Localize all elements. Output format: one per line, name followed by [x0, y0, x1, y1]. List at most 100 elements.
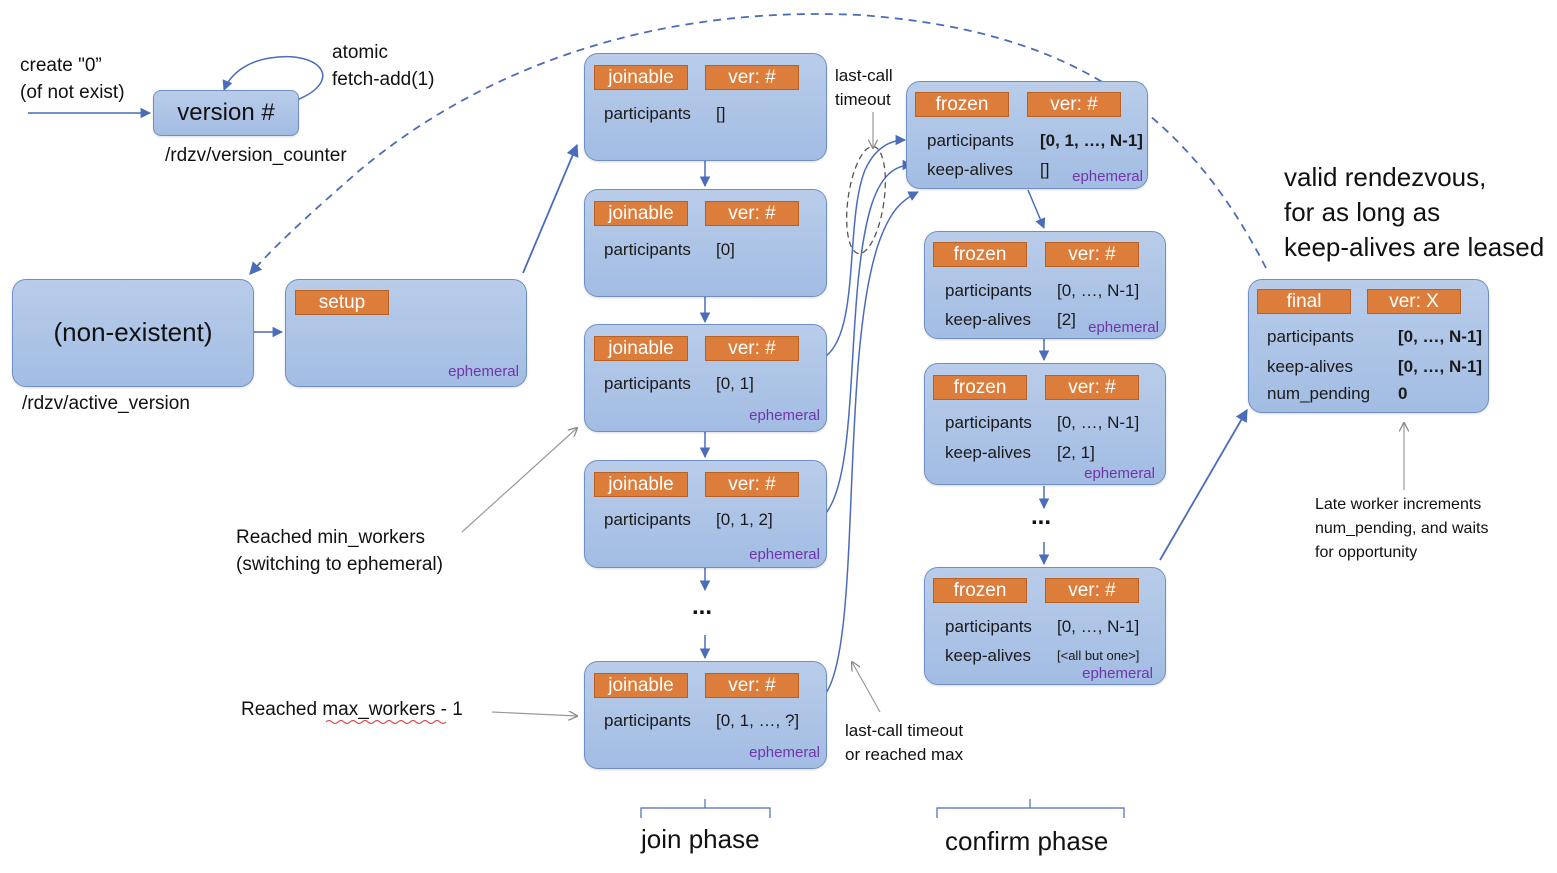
participants-value: [0, 1, …, ?]	[716, 711, 800, 730]
confirm-state-3: frozen ver: # participants [0, …, N-1] k…	[924, 363, 1166, 485]
min-workers-pointer	[461, 428, 577, 533]
frozen-tag: frozen	[915, 92, 1009, 117]
join-to-frozen-curve-3	[825, 191, 919, 694]
participants-value: [0, …, N-1]	[1057, 281, 1140, 300]
frozen-tag: frozen	[933, 375, 1027, 400]
last-call-note-line1: last-call	[835, 66, 893, 85]
version-tag: ver: #	[705, 201, 799, 226]
final-tag: final	[1257, 289, 1351, 314]
frozen-tag: frozen	[933, 578, 1027, 603]
confirm-state-1: frozen ver: # participants [0, 1, …, N-1…	[906, 81, 1148, 189]
version-counter-path: /rdzv/version_counter	[165, 145, 347, 166]
keep-alives-value: [2]	[1057, 310, 1076, 329]
setup-box: setup ephemeral	[285, 279, 527, 387]
joinable-tag: joinable	[594, 201, 688, 226]
non-existent-box: (non-existent)	[12, 279, 254, 387]
max-workers-word: max_workers	[322, 699, 436, 720]
participants-label: participants	[604, 374, 691, 393]
participants-value: [0, 1, …, N-1]	[1040, 131, 1143, 150]
last-call-ellipse	[846, 145, 886, 255]
keep-alives-label: keep-alives	[945, 310, 1031, 329]
non-existent-label: (non-existent)	[53, 317, 213, 347]
late-worker-note-line1: Late worker increments	[1315, 496, 1482, 513]
max-workers-suffix: - 1	[435, 699, 463, 720]
confirm-state-4: frozen ver: # participants [0, …, N-1] k…	[924, 567, 1166, 685]
ephemeral-label: ephemeral	[1072, 168, 1143, 185]
keep-alives-value: []	[1040, 160, 1050, 179]
num-pending-value: 0	[1398, 384, 1408, 403]
ephemeral-label: ephemeral	[1088, 319, 1159, 336]
keep-alives-label: keep-alives	[927, 160, 1013, 179]
participants-label: participants	[927, 131, 1014, 150]
min-workers-note-line1: Reached min_workers	[236, 527, 426, 548]
join-state-1: joinable ver: # participants []	[584, 53, 827, 161]
setup-tag: setup	[295, 290, 389, 315]
participants-value: [0, …, N-1]	[1057, 413, 1140, 432]
atomic-note-line2: fetch-add(1)	[332, 69, 435, 90]
keep-alives-label: keep-alives	[945, 443, 1031, 462]
valid-rendezvous-line2: for as long as	[1284, 197, 1441, 227]
max-workers-prefix: Reached	[241, 699, 323, 720]
join-phase-bracket	[640, 799, 771, 818]
keep-alives-label: keep-alives	[1267, 357, 1353, 376]
joinable-tag: joinable	[594, 65, 688, 90]
join-state-3: joinable ver: # participants [0, 1] ephe…	[584, 324, 827, 432]
version-counter-box: version #	[153, 90, 299, 136]
keep-alives-value: [0, …, N-1]	[1398, 357, 1483, 376]
join-to-frozen-curve-1	[825, 134, 907, 357]
ephemeral-label: ephemeral	[1082, 665, 1153, 682]
confirm-phase-bracket	[936, 799, 1125, 818]
participants-value: [0, …, N-1]	[1057, 617, 1140, 636]
participants-label: participants	[604, 104, 691, 123]
participants-label: participants	[1267, 327, 1354, 346]
join-ellipsis: ...	[692, 593, 713, 620]
version-counter-label: version #	[177, 99, 275, 126]
valid-rendezvous-line1: valid rendezvous,	[1284, 162, 1487, 192]
participants-value: [0, 1]	[716, 374, 754, 393]
join-state-4: joinable ver: # participants [0, 1, 2] e…	[584, 460, 827, 568]
frozen-tag: frozen	[933, 242, 1027, 267]
version-tag: ver: #	[1045, 375, 1139, 400]
join-to-frozen-curve-2	[825, 159, 914, 514]
setup-to-joinable-arrow	[522, 143, 579, 274]
setup-ephemeral: ephemeral	[448, 363, 519, 380]
participants-value: [0, …, N-1]	[1398, 327, 1483, 346]
participants-value: []	[716, 104, 726, 123]
keep-alives-value: [<all but one>]	[1057, 648, 1140, 663]
participants-label: participants	[604, 510, 691, 529]
ephemeral-label: ephemeral	[749, 744, 820, 761]
active-version-path: /rdzv/active_version	[22, 393, 190, 414]
participants-label: participants	[604, 711, 691, 730]
participants-label: participants	[945, 413, 1032, 432]
confirm-state-2: frozen ver: # participants [0, …, N-1] k…	[924, 231, 1166, 339]
joinable-tag: joinable	[594, 336, 688, 361]
participants-value: [0]	[716, 240, 735, 259]
participants-label: participants	[604, 240, 691, 259]
valid-rendezvous-line3: keep-alives are leased	[1284, 232, 1545, 262]
max-workers-note: Reached max_workers - 1	[241, 699, 463, 721]
joinable-tag: joinable	[594, 472, 688, 497]
confirm-phase-label: confirm phase	[945, 826, 1109, 856]
atomic-note-line1: atomic	[332, 42, 388, 63]
lastcall-max-note-line2: or reached max	[845, 745, 964, 764]
join-state-5: joinable ver: # participants [0, 1, …, ?…	[584, 661, 827, 769]
ephemeral-label: ephemeral	[749, 407, 820, 424]
num-pending-label: num_pending	[1267, 384, 1371, 403]
version-tag: ver: X	[1367, 289, 1461, 314]
ephemeral-label: ephemeral	[749, 546, 820, 563]
participants-label: participants	[945, 281, 1032, 300]
version-tag: ver: #	[705, 472, 799, 497]
fetch-add-loop	[222, 56, 324, 101]
late-worker-note-line2: num_pending, and waits	[1315, 520, 1489, 537]
lastcall-max-pointer	[852, 662, 881, 713]
version-tag: ver: #	[1027, 92, 1121, 117]
keep-alives-label: keep-alives	[945, 646, 1031, 665]
version-tag: ver: #	[705, 336, 799, 361]
participants-label: participants	[945, 617, 1032, 636]
participants-value: [0, 1, 2]	[716, 510, 773, 529]
version-tag: ver: #	[705, 673, 799, 698]
create-note-line2: (of not exist)	[20, 82, 125, 103]
spellcheck-squiggle	[325, 720, 447, 724]
frozen-to-final-arrow	[1159, 408, 1248, 561]
keep-alives-value: [2, 1]	[1057, 443, 1095, 462]
